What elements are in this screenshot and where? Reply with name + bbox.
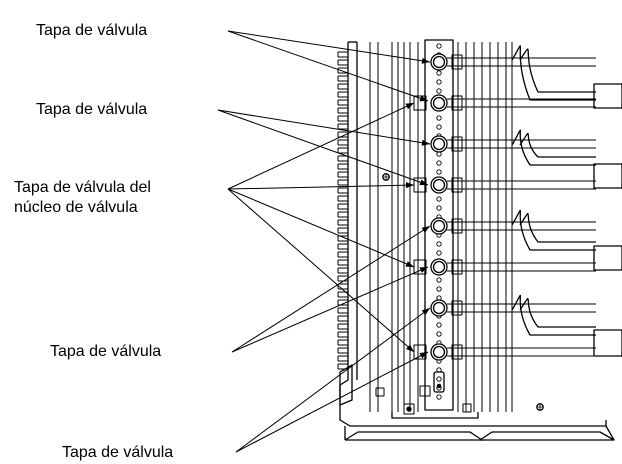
pipe-nut (451, 344, 463, 360)
pipe-nut (451, 136, 463, 152)
leader-core-d (227, 188, 415, 353)
flex-line (519, 132, 596, 158)
service-port-nut (413, 344, 427, 360)
valve-dot (436, 88, 442, 94)
leader-cap-bottom-a (235, 307, 431, 453)
screw-icon (382, 173, 390, 181)
leader-cap-third-b-head (419, 267, 428, 273)
pipe-nut (451, 95, 463, 111)
terminal (419, 385, 431, 397)
flex-line (511, 129, 596, 166)
label-valve-cap-second: Tapa de válvula (36, 101, 148, 118)
flex-line (519, 213, 596, 243)
pipe-nut (451, 177, 463, 193)
valve-dot (436, 331, 442, 337)
valve-cap-inner (432, 137, 446, 151)
leader-core-d-head (406, 344, 414, 352)
valve-dot (436, 376, 442, 382)
leader-cap-second-b (217, 109, 429, 186)
valve-column (424, 39, 454, 411)
flex-line (511, 294, 596, 336)
label-valve-core-cap-line2: núcleo de válvula (14, 199, 138, 216)
valve-dot (436, 169, 442, 175)
valve-dot (436, 286, 442, 292)
valve-dot (436, 160, 442, 166)
bottom-fastener (403, 403, 415, 415)
leader-core-a (227, 102, 415, 190)
outlet-connector (593, 329, 622, 357)
outlet-connector (593, 163, 622, 189)
lower-bracket (339, 364, 353, 406)
valve-cap-inner (432, 260, 446, 274)
label-valve-core-cap-line1: Tapa de válvula del (14, 179, 151, 196)
leader-cap-top-b (227, 30, 429, 102)
leader-cap-third-a (231, 225, 431, 353)
bottom-fastener (462, 403, 472, 413)
label-valve-cap-top: Tapa de válvula (36, 22, 148, 39)
flex-line (511, 209, 596, 251)
valve-cap-inner (432, 301, 446, 315)
leader-core-b (227, 184, 415, 190)
valve-cap-inner (432, 345, 446, 359)
outlet-connector (593, 83, 622, 109)
column-slot-dot (436, 383, 442, 389)
valve-dot (436, 205, 442, 211)
valve-cap-inner (432, 178, 446, 192)
leader-cap-top-a-head (421, 57, 430, 64)
valve-dot (436, 43, 442, 49)
leader-cap-bottom-a-head (421, 308, 430, 316)
small-fitting (375, 387, 385, 397)
flex-line (519, 298, 596, 328)
leader-cap-second-b-head (419, 179, 428, 186)
leader-cap-third-a-head (421, 226, 430, 233)
leader-cap-bottom-b (235, 351, 429, 453)
base-foot-left (344, 431, 483, 441)
valve-dot (436, 124, 442, 130)
leader-core-b-head (405, 182, 414, 189)
leader-core-c (227, 188, 415, 268)
leader-cap-top-a (227, 30, 431, 63)
column-slot (433, 371, 445, 393)
pipe-nut (451, 218, 463, 234)
pipe-nut (451, 54, 463, 70)
valve-dot (436, 250, 442, 256)
bottom-bend-bracket (391, 412, 479, 419)
screw-icon (536, 403, 544, 411)
leader-cap-second-a (217, 109, 431, 145)
valve-dot (436, 322, 442, 328)
valve-dot (436, 241, 442, 247)
label-valve-cap-bottom: Tapa de válvula (62, 444, 174, 461)
valve-dot (436, 277, 442, 283)
flex-line (511, 45, 596, 101)
base-right-edge (605, 425, 615, 441)
leader-cap-third-b (231, 266, 429, 353)
leader-core-a-head (405, 103, 414, 110)
leader-cap-second-a-head (421, 139, 430, 146)
bottom-fastener-dot (406, 406, 412, 412)
valve-cap-inner (432, 96, 446, 110)
valve-dot (436, 394, 442, 400)
leader-cap-bottom-b-head (419, 352, 428, 359)
base-foot-right (479, 431, 615, 441)
pipe-nut (451, 300, 463, 316)
valve-cap-inner (432, 219, 446, 233)
valve-dot (436, 115, 442, 121)
valve-dot (436, 70, 442, 76)
label-valve-cap-third: Tapa de válvula (50, 343, 162, 360)
outlet-connector (593, 245, 622, 271)
valve-dot (436, 79, 442, 85)
valve-dot (436, 196, 442, 202)
valve-cap-inner (432, 55, 446, 69)
leader-core-c-head (405, 261, 414, 267)
pipe-nut (451, 259, 463, 275)
leader-cap-top-b-head (419, 95, 428, 102)
flex-line (519, 48, 596, 93)
